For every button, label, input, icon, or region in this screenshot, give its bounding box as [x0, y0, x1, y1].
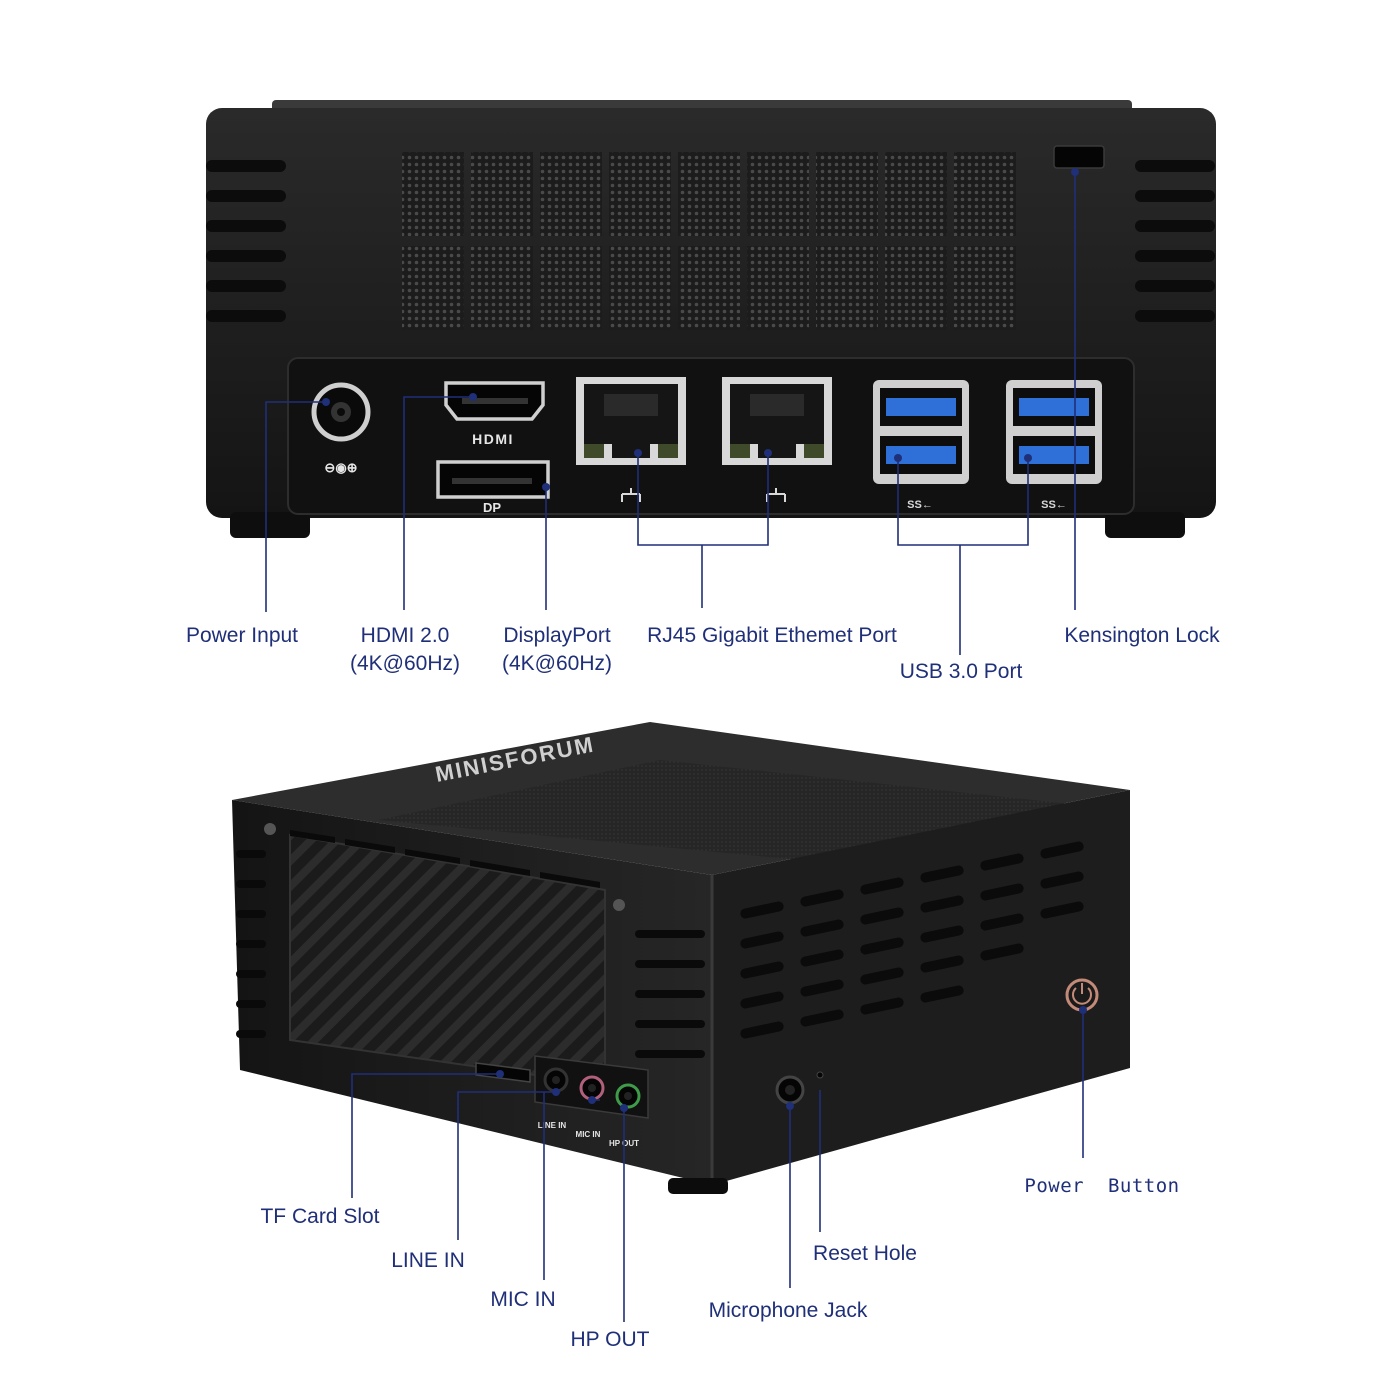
network-icon	[621, 488, 786, 502]
power-polarity-marking: ⊖◉⊕	[324, 460, 357, 475]
label-displayport-line1: DisplayPort	[503, 624, 611, 647]
hp-out-jack	[615, 1083, 641, 1109]
label-tf-card: TF Card Slot	[260, 1205, 380, 1228]
mic-in-marking: MIC IN	[576, 1130, 601, 1139]
label-microphone-jack: Microphone Jack	[708, 1299, 868, 1322]
hdmi-marking: HDMI	[472, 431, 514, 447]
front-leader-lines	[351, 1010, 1084, 1322]
label-hdmi-line1: HDMI 2.0	[360, 624, 450, 647]
rj45-port-1	[576, 377, 686, 465]
power-input-jack	[311, 382, 371, 442]
label-reset-hole: Reset Hole	[813, 1242, 917, 1265]
label-usb: USB 3.0 Port	[899, 660, 1023, 683]
side-vent-slots	[740, 841, 1084, 1039]
label-hdmi: HDMI 2.0 (4K@60Hz)	[330, 622, 480, 678]
mic-in-jack	[579, 1075, 605, 1101]
line-in-marking: LINE IN	[538, 1121, 567, 1130]
label-kensington: Kensington Lock	[1064, 624, 1220, 647]
label-rj45: RJ45 Gigabit Ethemet Port	[647, 624, 897, 647]
usb-port-stack-left	[873, 380, 969, 484]
label-line-in: LINE IN	[391, 1249, 465, 1272]
displayport-port	[436, 460, 550, 499]
label-mic-in: MIC IN	[490, 1288, 556, 1311]
label-displayport-line2: (4K@60Hz)	[501, 652, 612, 675]
reset-hole	[816, 1071, 824, 1079]
front-leader-dots	[496, 1006, 1087, 1112]
kensington-lock-slot	[1053, 145, 1105, 169]
power-button	[1065, 978, 1099, 1012]
label-hdmi-line2: (4K@60Hz)	[349, 652, 460, 675]
hdmi-port	[444, 381, 545, 421]
dp-marking: DP	[483, 500, 501, 515]
label-displayport: DisplayPort (4K@60Hz)	[482, 622, 632, 678]
label-power-input: Power Input	[185, 624, 299, 647]
rj45-port-2	[722, 377, 832, 465]
rear-leader-lines	[265, 172, 1076, 655]
label-power-button: Power Button	[1024, 1175, 1180, 1197]
usb-port-stack-right	[1006, 380, 1102, 484]
front-device: MINISFORUM	[232, 722, 1130, 1194]
microphone-jack	[775, 1075, 805, 1105]
line-in-jack	[543, 1067, 569, 1093]
usb-ss-marking-right: SS←	[1041, 499, 1067, 511]
rear-vent-grid	[402, 152, 1016, 330]
label-hp-out: HP OUT	[570, 1328, 650, 1351]
rear-device: ⊖◉⊕ HDMI DP	[206, 100, 1216, 538]
usb-ss-marking-left: SS←	[907, 499, 933, 511]
rear-leader-dots	[322, 168, 1079, 491]
